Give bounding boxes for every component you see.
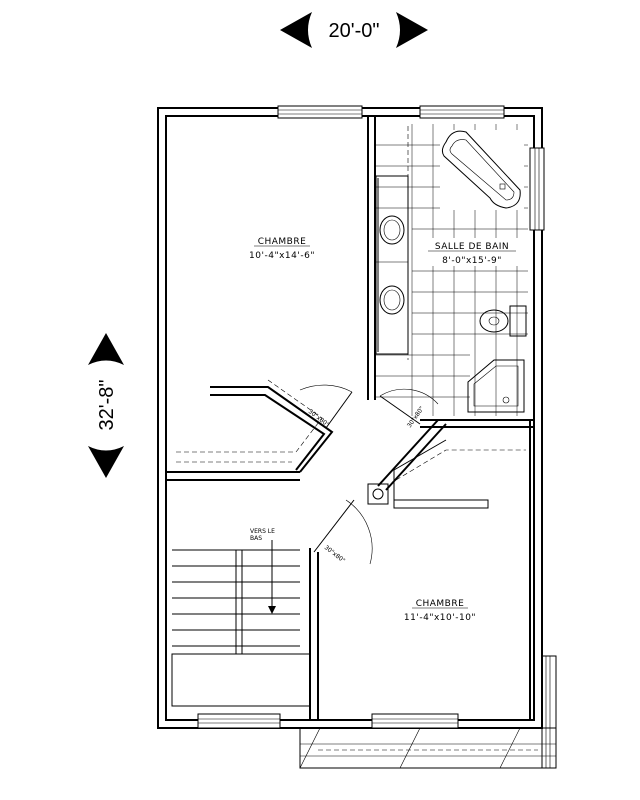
room-size: 8'-0"x15'-9" <box>442 256 502 266</box>
stairs-label: BAS <box>250 535 262 542</box>
arrow-right-icon <box>396 12 428 48</box>
depth-dimension: 32'-8" <box>88 333 124 478</box>
room-name: CHAMBRE <box>258 237 307 247</box>
vanity <box>375 175 409 355</box>
room-bottom-bedroom: CHAMBRE 11'-4"x10'-10" <box>404 599 476 623</box>
room-name: SALLE DE BAIN <box>435 242 509 252</box>
room-size: 11'-4"x10'-10" <box>404 613 476 623</box>
room-size: 10'-4"x14'-6" <box>249 251 315 261</box>
bathtub <box>440 130 524 210</box>
room-name: CHAMBRE <box>416 599 465 609</box>
toilet <box>479 305 527 337</box>
arrow-up-icon <box>88 333 124 365</box>
depth-label: 32'-8" <box>96 380 118 431</box>
door-bottom-bedroom[interactable]: 30"x80" <box>313 499 373 565</box>
stairs-label: VERS LE <box>250 528 275 535</box>
arrow-down-icon <box>88 446 124 478</box>
door-size-label: 30"x80" <box>406 405 426 429</box>
arrow-down-icon <box>268 606 276 614</box>
sink-icon <box>379 285 405 315</box>
room-bathroom: SALLE DE BAIN 8'-0"x15'-9" <box>424 238 520 266</box>
staircase: VERS LE BAS <box>171 528 311 707</box>
door-bathroom[interactable]: 30"x80" <box>379 388 439 429</box>
room-top-bedroom: CHAMBRE 10'-4"x14'-6" <box>249 237 315 261</box>
arrow-left-icon <box>280 12 312 48</box>
windows <box>197 105 545 729</box>
shower <box>467 359 525 413</box>
sink-icon <box>379 215 405 245</box>
width-label: 20'-0" <box>329 20 380 42</box>
width-dimension: 20'-0" <box>280 12 428 48</box>
door-size-label: 30"x80" <box>323 544 347 565</box>
balcony <box>299 655 557 769</box>
